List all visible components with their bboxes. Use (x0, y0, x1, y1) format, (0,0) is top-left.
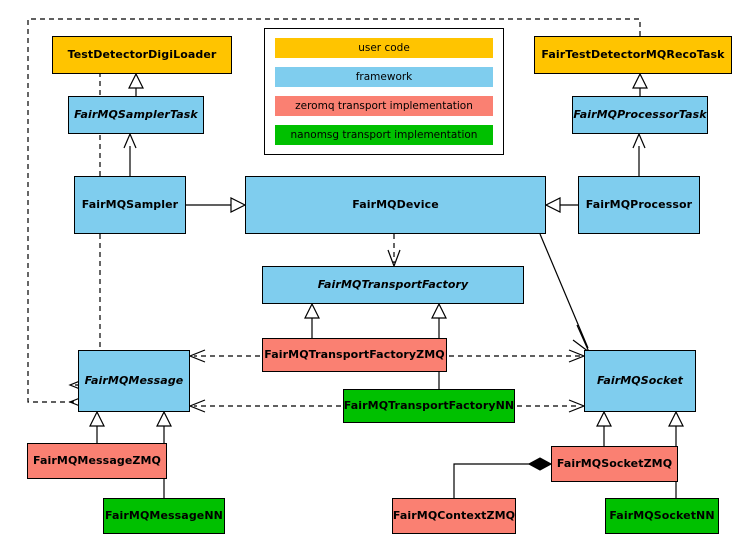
class-node-fairmqsampler[interactable]: FairMQSampler (74, 176, 186, 234)
class-node-fairmqmessage[interactable]: FairMQMessage (78, 350, 190, 412)
edge-device-to-socket (539, 233, 591, 354)
edge-tfzmq-to-tf (304, 302, 320, 338)
edge-sampler-to-device (186, 197, 247, 213)
edge-processortask-to-recotask (632, 72, 648, 96)
class-node-fairmqsocketzmq[interactable]: FairMQSocketZMQ (551, 446, 678, 482)
class-node-fairmqprocessortask[interactable]: FairMQProcessorTask (572, 96, 708, 134)
class-node-fairmqsocketnn[interactable]: FairMQSocketNN (605, 498, 719, 534)
legend-item-zeromq: zeromq transport implementation (275, 96, 493, 116)
class-node-testdetectordigiloader[interactable]: TestDetectorDigiLoader (52, 36, 232, 74)
class-node-fairmqtransportfactory[interactable]: FairMQTransportFactory (262, 266, 524, 304)
edge-samplertask-to-digiloader (128, 72, 144, 96)
edge-tfnn-to-message (188, 399, 341, 413)
class-node-fairmqmessagezmq[interactable]: FairMQMessageZMQ (27, 443, 167, 479)
edge-tfzmq-to-message (188, 349, 260, 363)
class-node-fairmqcontextzmq[interactable]: FairMQContextZMQ (392, 498, 516, 534)
edge-sampler-to-samplertask (123, 132, 137, 176)
legend: user code framework zeromq transport imp… (264, 28, 504, 155)
legend-item-framework: framework (275, 67, 493, 87)
class-node-fairmqsocket[interactable]: FairMQSocket (584, 350, 696, 412)
edge-processor-to-processortask (632, 132, 646, 176)
legend-item-nanomsg: nanomsg transport implementation (275, 125, 493, 145)
edge-contextzmq-to-socketzmq (453, 457, 553, 498)
class-node-fairmqdevice[interactable]: FairMQDevice (245, 176, 546, 234)
edge-processor-to-device (544, 197, 578, 213)
edge-messagezmq-to-message (89, 410, 105, 443)
class-node-fairmqtransportfactorynn[interactable]: FairMQTransportFactoryNN (343, 389, 515, 423)
class-node-fairtestdetectormqrecotask[interactable]: FairTestDetectorMQRecoTask (534, 36, 732, 74)
edge-socketzmq-to-socket (596, 410, 612, 446)
class-node-fairmqprocessor[interactable]: FairMQProcessor (578, 176, 700, 234)
edge-tfnn-to-socket (517, 399, 586, 413)
class-node-fairmqtransportfactoryzmq[interactable]: FairMQTransportFactoryZMQ (262, 338, 447, 372)
edge-tfzmq-to-socket (449, 349, 586, 363)
legend-item-user-code: user code (275, 38, 493, 58)
class-node-fairmqmessagenn[interactable]: FairMQMessageNN (103, 498, 225, 534)
class-node-fairmqsamplertask[interactable]: FairMQSamplerTask (68, 96, 204, 134)
edge-device-to-transportfactory (387, 234, 401, 268)
